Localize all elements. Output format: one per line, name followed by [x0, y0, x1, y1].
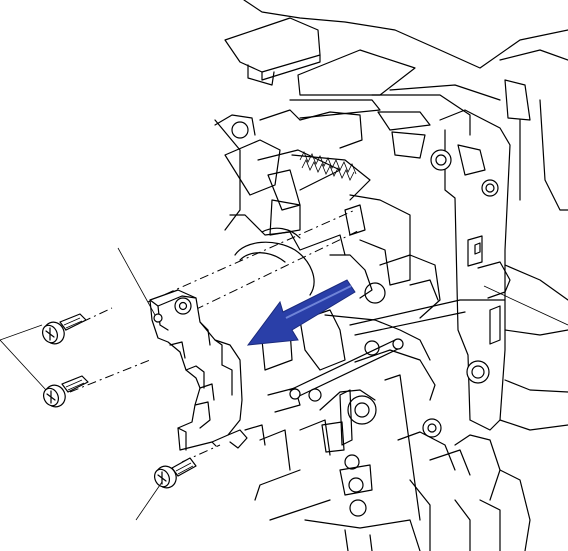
screw-lower [152, 458, 196, 491]
screw-middle [41, 376, 88, 410]
removal-arrow [248, 280, 355, 345]
screw-upper [40, 314, 86, 347]
bracket-part [150, 290, 247, 450]
chassis-frame [215, 0, 568, 551]
